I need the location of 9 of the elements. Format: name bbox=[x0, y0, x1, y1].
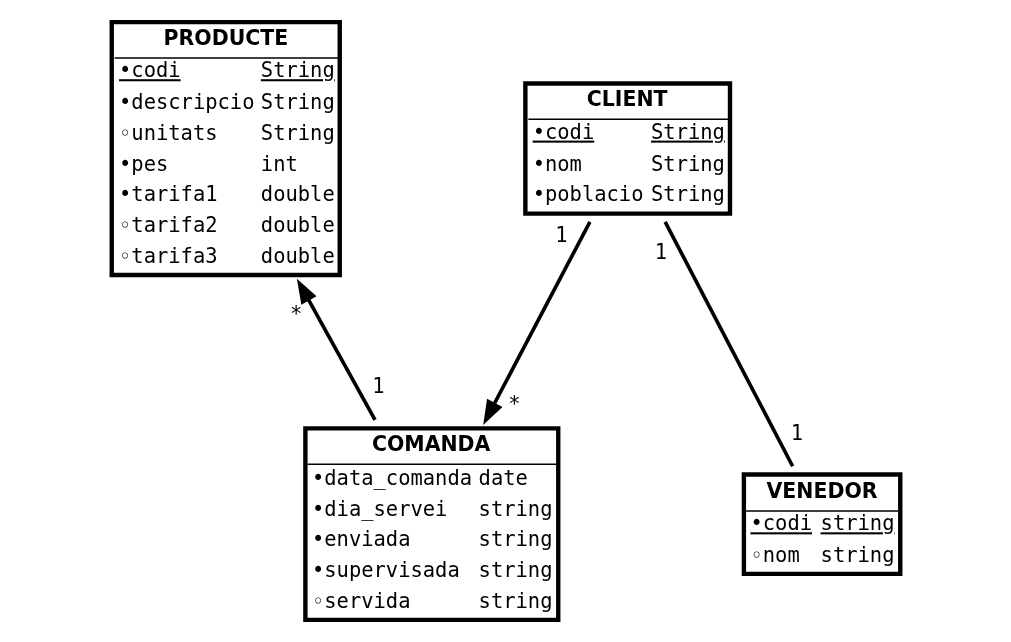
label: 1 bbox=[654, 240, 667, 265]
arrow bbox=[482, 221, 592, 425]
connector bbox=[663, 221, 794, 468]
label: * bbox=[289, 301, 302, 326]
label: 1 bbox=[790, 420, 803, 445]
label: * bbox=[507, 391, 521, 416]
arrow bbox=[296, 278, 377, 421]
label: 1 bbox=[554, 223, 567, 247]
label: 1 bbox=[371, 374, 385, 399]
